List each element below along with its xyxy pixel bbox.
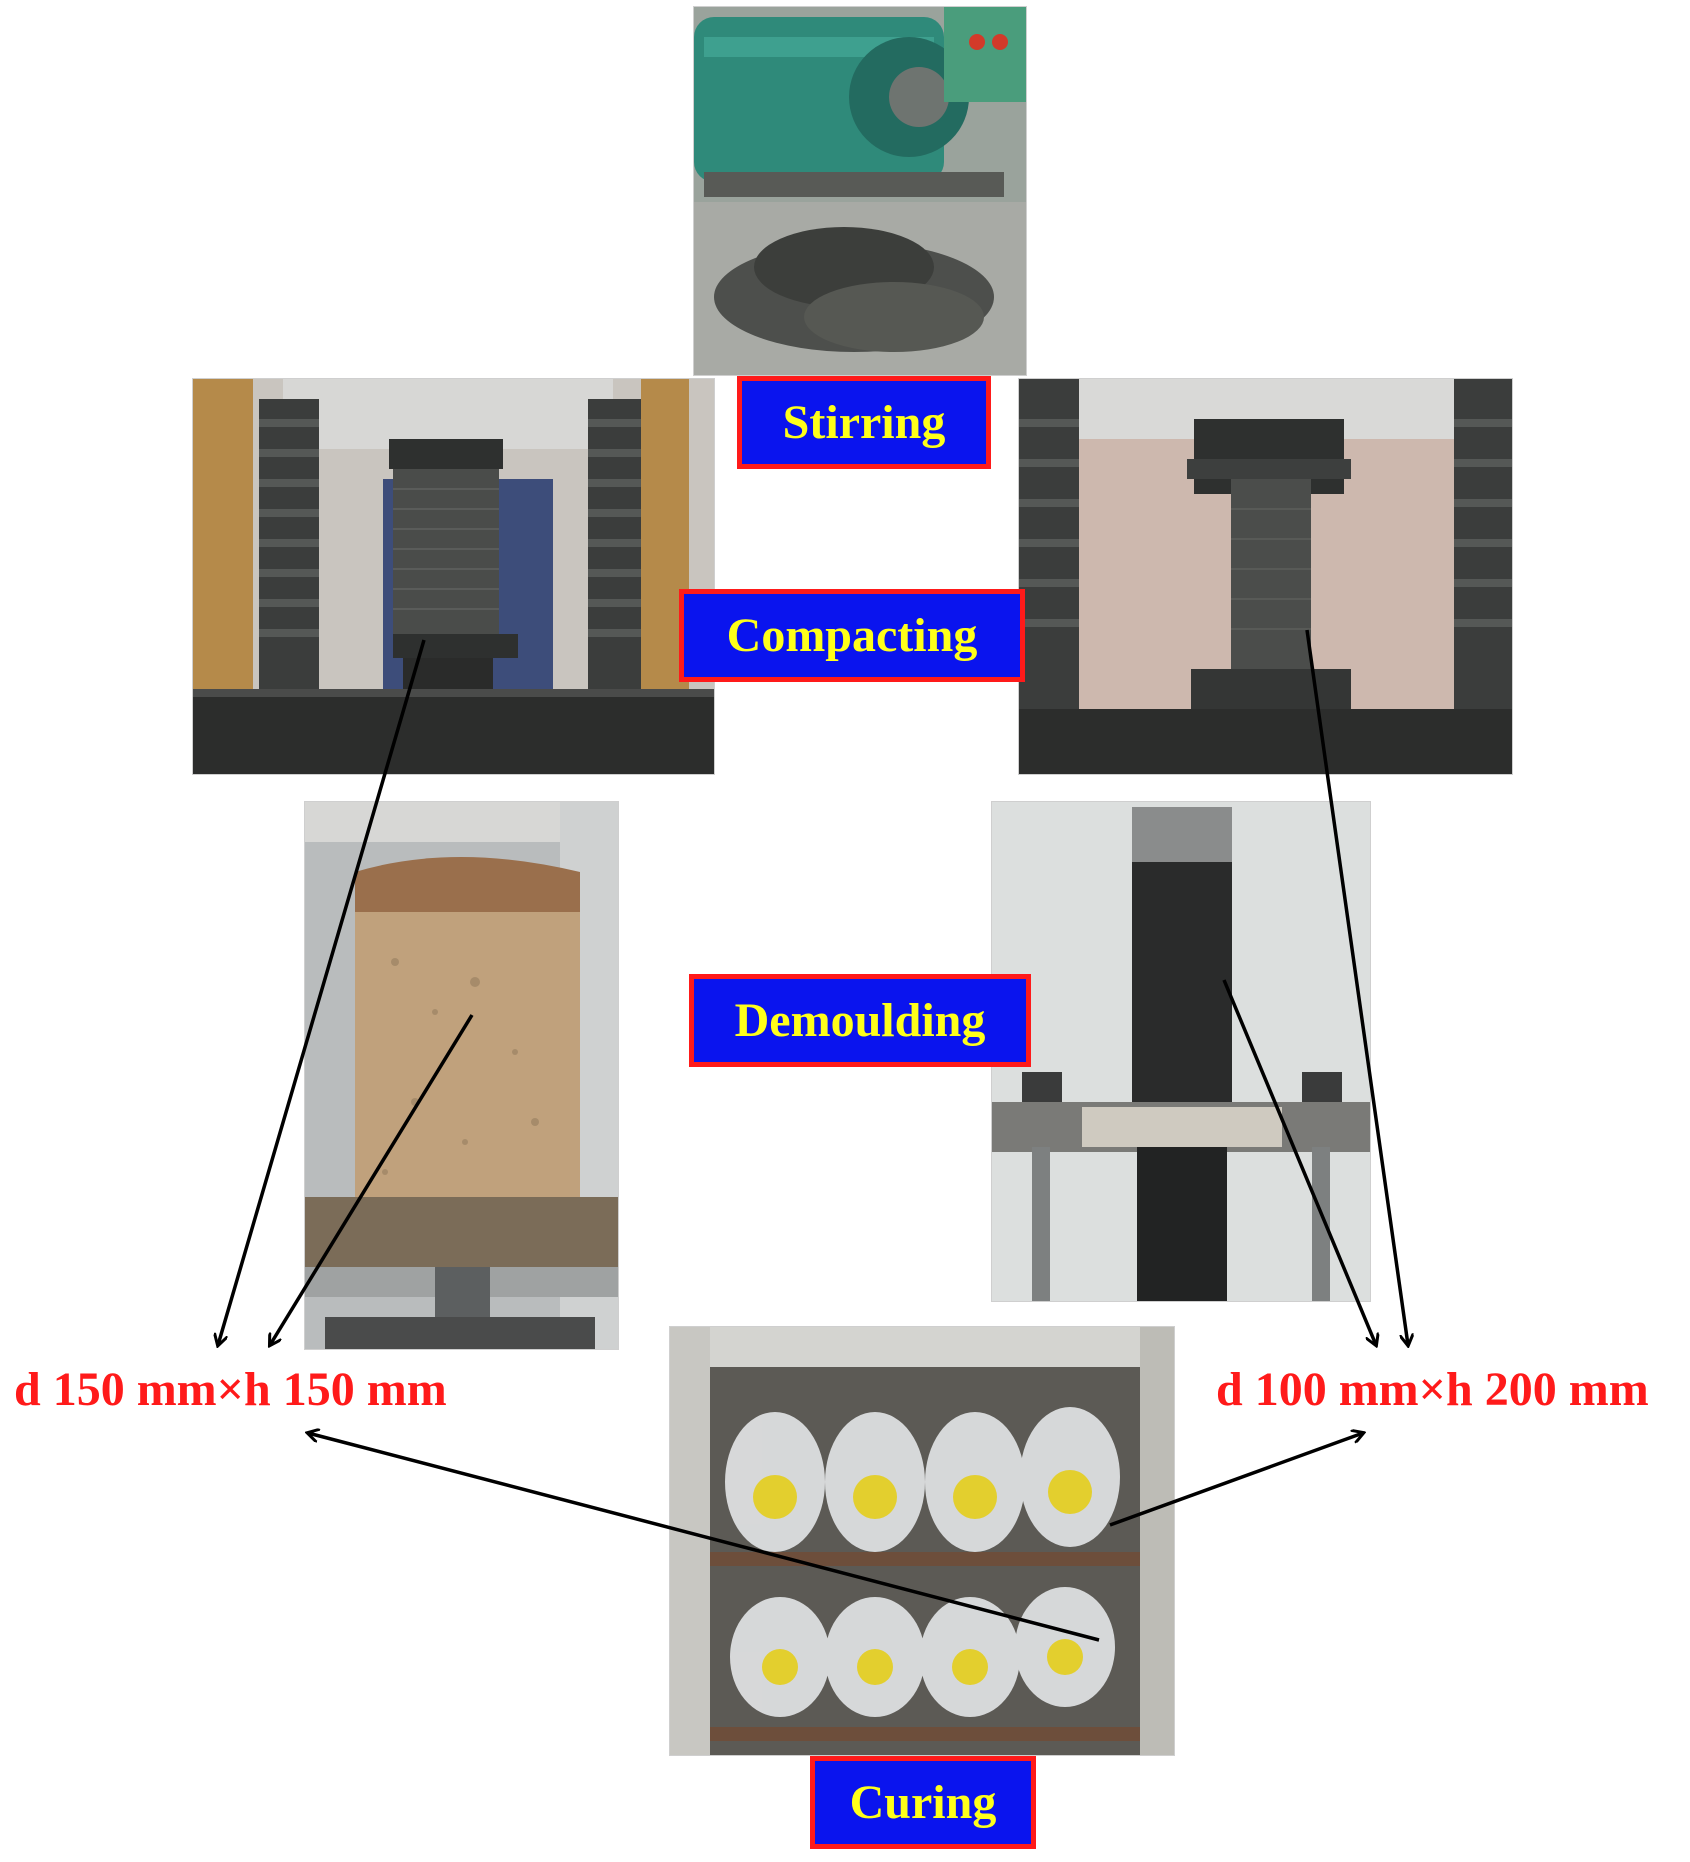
curing-photo — [669, 1326, 1175, 1756]
demoulding-large-photo — [304, 801, 619, 1350]
compacting-large-photo — [192, 378, 715, 775]
compacting-label: Compacting — [679, 589, 1025, 682]
demoulding-label: Demoulding — [689, 974, 1031, 1067]
small-specimen-dimension: d 100 mm×h 200 mm — [1216, 1363, 1649, 1416]
demoulding-small-photo — [991, 801, 1371, 1302]
large-specimen-dimension: d 150 mm×h 150 mm — [14, 1363, 447, 1416]
stirring-photo — [693, 6, 1027, 376]
compacting-small-photo — [1018, 378, 1513, 775]
curing-label: Curing — [810, 1756, 1036, 1849]
stirring-label: Stirring — [737, 376, 991, 469]
